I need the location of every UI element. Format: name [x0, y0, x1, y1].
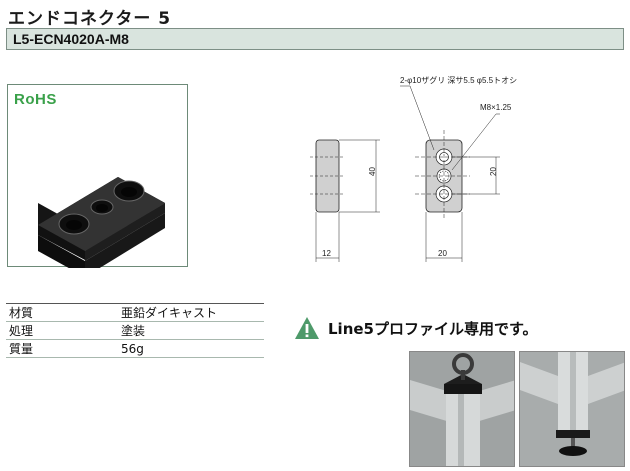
- spec-key: 質量: [6, 339, 118, 358]
- notice-text: Line5プロファイル専用です。: [328, 319, 538, 338]
- dim-pitch: 20: [489, 167, 498, 176]
- dim-width-side: 12: [322, 249, 331, 258]
- usage-photo-eyebolt: [409, 351, 515, 467]
- end-connector-image: [38, 177, 165, 268]
- part-number-bar: L5-ECN4020A-M8: [6, 28, 624, 50]
- thread-note: M8×1.25: [480, 103, 512, 112]
- spec-key: 材質: [6, 303, 118, 322]
- counterbore-note: 2-φ10ザグリ 深サ5.5 φ5.5トオシ: [400, 75, 517, 85]
- page-title: エンドコネクター 5: [8, 9, 172, 29]
- usage-notice: Line5プロファイル専用です。: [294, 316, 538, 340]
- table-row: 処理 塗装: [6, 321, 264, 340]
- part-number: L5-ECN4020A-M8: [13, 31, 129, 47]
- usage-photo-foot: [519, 351, 625, 467]
- product-photo: RoHS: [7, 84, 188, 268]
- spec-value: 塗装: [118, 321, 264, 340]
- dim-height: 40: [368, 167, 377, 176]
- rohs-logo: RoHS: [14, 91, 57, 108]
- spec-table: 材質 亜鉛ダイキャスト 処理 塗装 質量 56g: [6, 303, 264, 358]
- table-row: 質量 56g: [6, 339, 264, 358]
- table-row: 材質 亜鉛ダイキャスト: [6, 303, 264, 322]
- dim-width-front: 20: [438, 249, 447, 258]
- warning-icon: [295, 317, 319, 339]
- spec-value: 56g: [118, 339, 264, 358]
- technical-drawing: 40 12 20 20 2-φ10ザグリ 深サ5.5 φ5.5トオシ M8×1.…: [310, 75, 517, 262]
- spec-key: 処理: [6, 321, 118, 340]
- spec-value: 亜鉛ダイキャスト: [118, 303, 264, 322]
